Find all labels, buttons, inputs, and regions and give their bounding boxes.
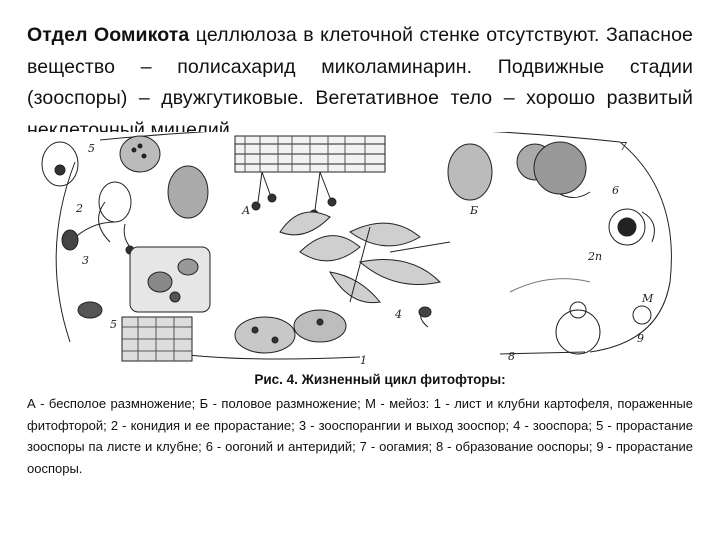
intro-text: Отдел Оомикота целлюлоза в клеточной сте…: [27, 20, 693, 132]
label-4: 4: [394, 308, 402, 321]
label-5: 5: [88, 142, 95, 155]
label-5b: 5: [110, 318, 117, 331]
zoospore: [419, 307, 431, 317]
life-cycle-figure: 5 А 1 4 2 3 5 Б 6 7 М 9 2n 8: [30, 132, 690, 364]
label-2n: 2n: [587, 250, 602, 263]
label-8: 8: [508, 350, 515, 363]
potato-tubers: [235, 310, 346, 353]
label-6: 6: [612, 184, 619, 197]
intro-heading: Отдел Оомикота: [27, 24, 189, 46]
figure-caption-title: Рис. 4. Жизненный цикл фитофторы:: [0, 372, 720, 387]
intro-clip: Отдел Оомикота целлюлоза в клеточной сте…: [27, 20, 693, 132]
life-cycle-drawing: 5 А 1 4 2 3 5 Б 6 7 М 9 2n 8: [30, 132, 690, 364]
label-A: А: [241, 204, 250, 217]
label-M: М: [641, 292, 654, 305]
label-3: 3: [82, 254, 89, 267]
potato-plant: [280, 212, 450, 303]
intro-line1: целлюлоза в клеточной стенке отсутствуют…: [189, 24, 599, 46]
label-1: 1: [360, 354, 367, 364]
cycle-arrow-left: [56, 162, 75, 342]
label-2: 2: [75, 202, 83, 215]
sexual-stages: [448, 142, 654, 354]
label-9: 9: [637, 332, 644, 345]
figure-caption-body: А - бесполое размножение; Б - половое ра…: [27, 393, 693, 479]
label-7: 7: [620, 140, 627, 153]
cell-with-zoospores: [130, 247, 210, 312]
cycle-arrow-right: [590, 142, 671, 352]
sporangia-left: [42, 136, 208, 254]
leaf-tissue-section: [235, 136, 385, 218]
label-B: Б: [469, 204, 478, 217]
